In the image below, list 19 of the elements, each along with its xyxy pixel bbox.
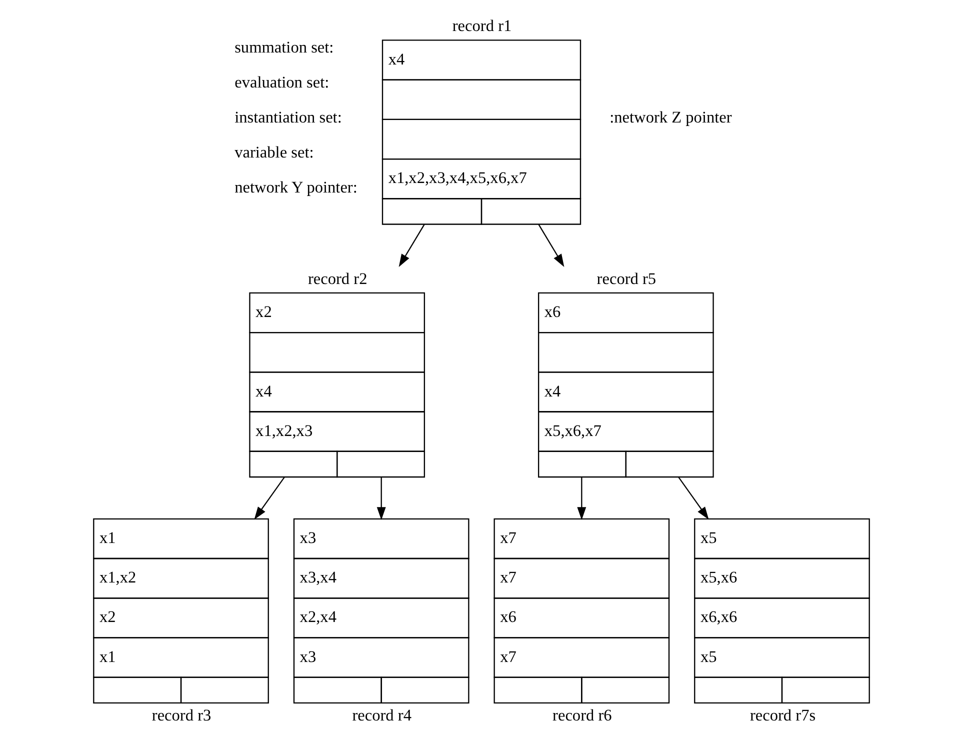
label: variable set: bbox=[234, 142, 314, 162]
label: :network Z pointer bbox=[609, 108, 732, 127]
label: instantiation set: bbox=[234, 108, 342, 127]
arrow bbox=[254, 476, 284, 520]
node-label: record r4 bbox=[352, 706, 411, 725]
arrow bbox=[576, 477, 586, 520]
label: network Y pointer: bbox=[234, 177, 357, 196]
label: evaluation set: bbox=[234, 72, 329, 92]
node-label: record r2 bbox=[307, 268, 367, 288]
arrow bbox=[398, 224, 424, 267]
arrow bbox=[376, 477, 386, 520]
arrow bbox=[678, 476, 708, 520]
node-label: record r7s bbox=[749, 706, 816, 725]
node-label: record r5 bbox=[596, 268, 656, 288]
arrow bbox=[538, 224, 564, 267]
node-label: record r1 bbox=[452, 16, 512, 36]
node-label: record r3 bbox=[151, 706, 211, 725]
node-label: record r6 bbox=[552, 706, 612, 725]
label: summation set: bbox=[234, 38, 334, 57]
